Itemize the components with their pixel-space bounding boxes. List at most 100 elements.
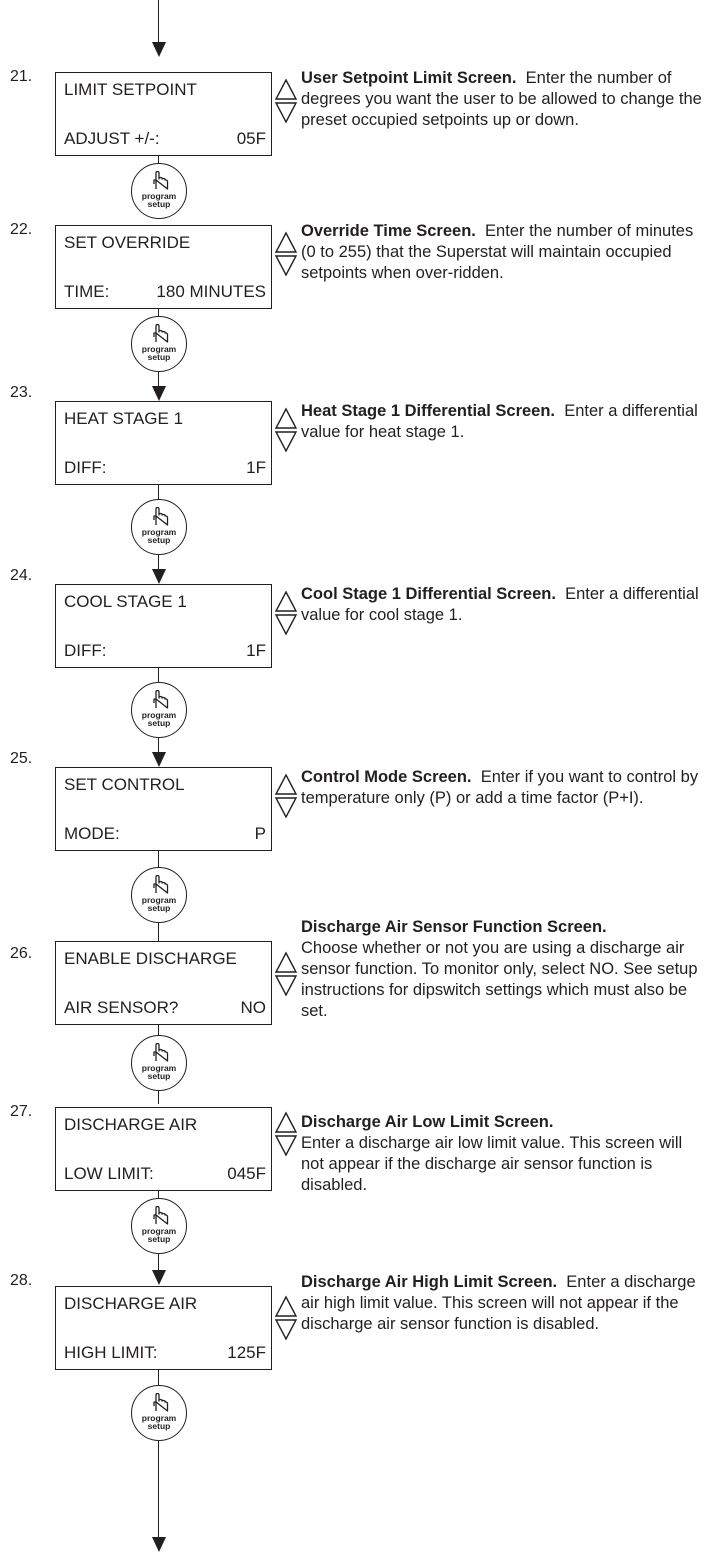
program-setup-button[interactable]: program setup [131,867,187,923]
step-number: 21. [10,68,33,85]
program-setup-button[interactable]: program setup [131,499,187,555]
flow-arrow [152,569,166,584]
step-text: Enter a differential value for heat stag… [301,402,698,441]
lcd-line-2-label: HIGH LIMIT: [64,1343,158,1362]
lcd-line-2-label: ADJUST +/-: [64,129,160,148]
step-27: 27. DISCHARGE AIR LOW LIMIT: 045F Discha… [0,1103,705,1269]
step-description: Discharge Air High Limit Screen. Enter a… [301,1272,703,1335]
step-28: 28. DISCHARGE AIR HIGH LIMIT: 125F Disch… [0,1272,705,1441]
step-25: 25. SET CONTROL MODE: P Control Mode Scr… [0,750,705,923]
hand-pointer-icon [153,1393,169,1412]
program-setup-button[interactable]: program setup [131,1385,187,1441]
lcd-display: SET OVERRIDE TIME: 180 MINUTES [55,225,272,309]
program-setup-button[interactable]: program setup [131,682,187,738]
lcd-line-2: AIR SENSOR? NO [64,998,266,1018]
up-down-arrows-icon[interactable] [274,773,298,819]
lcd-line-1: SET CONTROL [64,775,185,794]
step-number: 27. [10,1103,33,1120]
button-label-line-2: setup [147,903,171,913]
lcd-display: ENABLE DISCHARGE AIR SENSOR? NO [55,941,272,1025]
lcd-line-1: DISCHARGE AIR [64,1115,198,1134]
lcd-line-2: HIGH LIMIT: 125F [64,1343,266,1363]
hand-pointer-icon [153,1043,169,1062]
lcd-display: DISCHARGE AIR HIGH LIMIT: 125F [55,1286,272,1370]
up-down-arrows-icon[interactable] [274,1111,298,1157]
flow-connector [158,923,159,941]
button-label-line-1: program [141,1413,177,1423]
step-description: Cool Stage 1 Differential Screen. Enter … [301,584,703,626]
program-setup-button[interactable]: program setup [131,163,187,219]
program-setup-label: program setup [132,711,186,728]
flow-connector [158,1024,159,1035]
flow-connector-bottom [158,1441,159,1539]
program-setup-button[interactable]: program setup [131,316,187,372]
hand-pointer-icon [153,507,169,526]
flow-connector [158,484,159,499]
lcd-line-2-label: DIFF: [64,641,107,660]
step-description: Heat Stage 1 Differential Screen. Enter … [301,401,703,443]
step-number: 25. [10,750,33,767]
flow-connector [158,667,159,682]
program-setup-label: program setup [132,1063,186,1081]
up-down-arrows-icon[interactable] [274,590,298,636]
lcd-display: SET CONTROL MODE: P [55,767,272,851]
step-title: Cool Stage 1 Differential Screen. [301,585,556,603]
flow-connector [158,555,159,575]
up-down-arrows-icon[interactable] [274,231,298,277]
lcd-line-2-label: LOW LIMIT: [64,1164,154,1183]
button-label-line-1: program [141,1063,177,1073]
step-26: 26. ENABLE DISCHARGE AIR SENSOR? NO Disc… [0,918,705,1111]
program-setup-label: program setup [132,1227,186,1244]
flow-connector [158,372,159,392]
program-setup-button[interactable]: program setup [131,1035,187,1091]
step-title: Discharge Air Low Limit Screen. [301,1113,554,1131]
button-label-line-1: program [141,344,177,354]
button-label-line-2: setup [147,1071,171,1081]
lcd-line-2-value: 045F [227,1164,266,1183]
flow-arrow-bottom [152,1537,166,1552]
step-text: Enter the number of minutes (0 to 255) t… [301,222,694,282]
hand-pointer-icon [153,690,169,709]
lcd-line-1: HEAT STAGE 1 [64,409,184,428]
step-title: Heat Stage 1 Differential Screen. [301,402,556,420]
lcd-line-2: ADJUST +/-: 05F [64,129,266,149]
step-title: Discharge Air High Limit Screen. [301,1273,558,1291]
lcd-line-2-value: 180 MINUTES [156,282,266,301]
lcd-line-2: MODE: P [64,824,266,844]
lcd-line-2-value: NO [240,998,267,1017]
step-text: Enter if you want to control by temperat… [301,768,699,807]
program-setup-button[interactable]: program setup [131,1198,187,1254]
button-label-line-2: setup [147,718,171,728]
flow-connector [158,1254,159,1276]
step-description: Discharge Air Low Limit Screen. Enter a … [301,1112,703,1196]
lcd-line-1: SET OVERRIDE [64,233,191,252]
step-description: User Setpoint Limit Screen. Enter the nu… [301,68,703,131]
step-number: 28. [10,1272,33,1289]
flow-connector [158,1370,159,1385]
button-label-line-2: setup [147,352,171,362]
up-down-arrows-icon[interactable] [274,1295,298,1341]
step-title: Control Mode Screen. [301,768,472,786]
step-text: Choose whether or not you are using a di… [301,939,698,1020]
hand-pointer-icon [153,171,169,190]
flow-connector [158,1090,159,1104]
button-label-line-1: program [141,191,177,201]
step-text: Enter a discharge air low limit value. T… [301,1134,683,1194]
up-down-arrows-icon[interactable] [274,407,298,453]
lcd-line-1: ENABLE DISCHARGE [64,949,237,968]
step-number: 23. [10,384,33,401]
step-24: 24. COOL STAGE 1 DIFF: 1F Cool Stage 1 D… [0,567,705,738]
flow-connector [158,738,159,758]
flow-arrow [152,1270,166,1285]
up-down-arrows-icon[interactable] [274,951,298,997]
lcd-display: COOL STAGE 1 DIFF: 1F [55,584,272,668]
button-label-line-2: setup [147,535,171,545]
lcd-line-2-value: 1F [246,458,266,477]
lcd-line-1: LIMIT SETPOINT [64,80,197,99]
up-down-arrows-icon[interactable] [274,78,298,124]
lcd-line-2-value: 05F [236,129,266,148]
lcd-line-2-label: AIR SENSOR? [64,998,179,1017]
lcd-line-1: COOL STAGE 1 [64,592,187,611]
step-text: Enter a differential value for cool stag… [301,585,699,624]
step-title: Override Time Screen. [301,222,476,240]
